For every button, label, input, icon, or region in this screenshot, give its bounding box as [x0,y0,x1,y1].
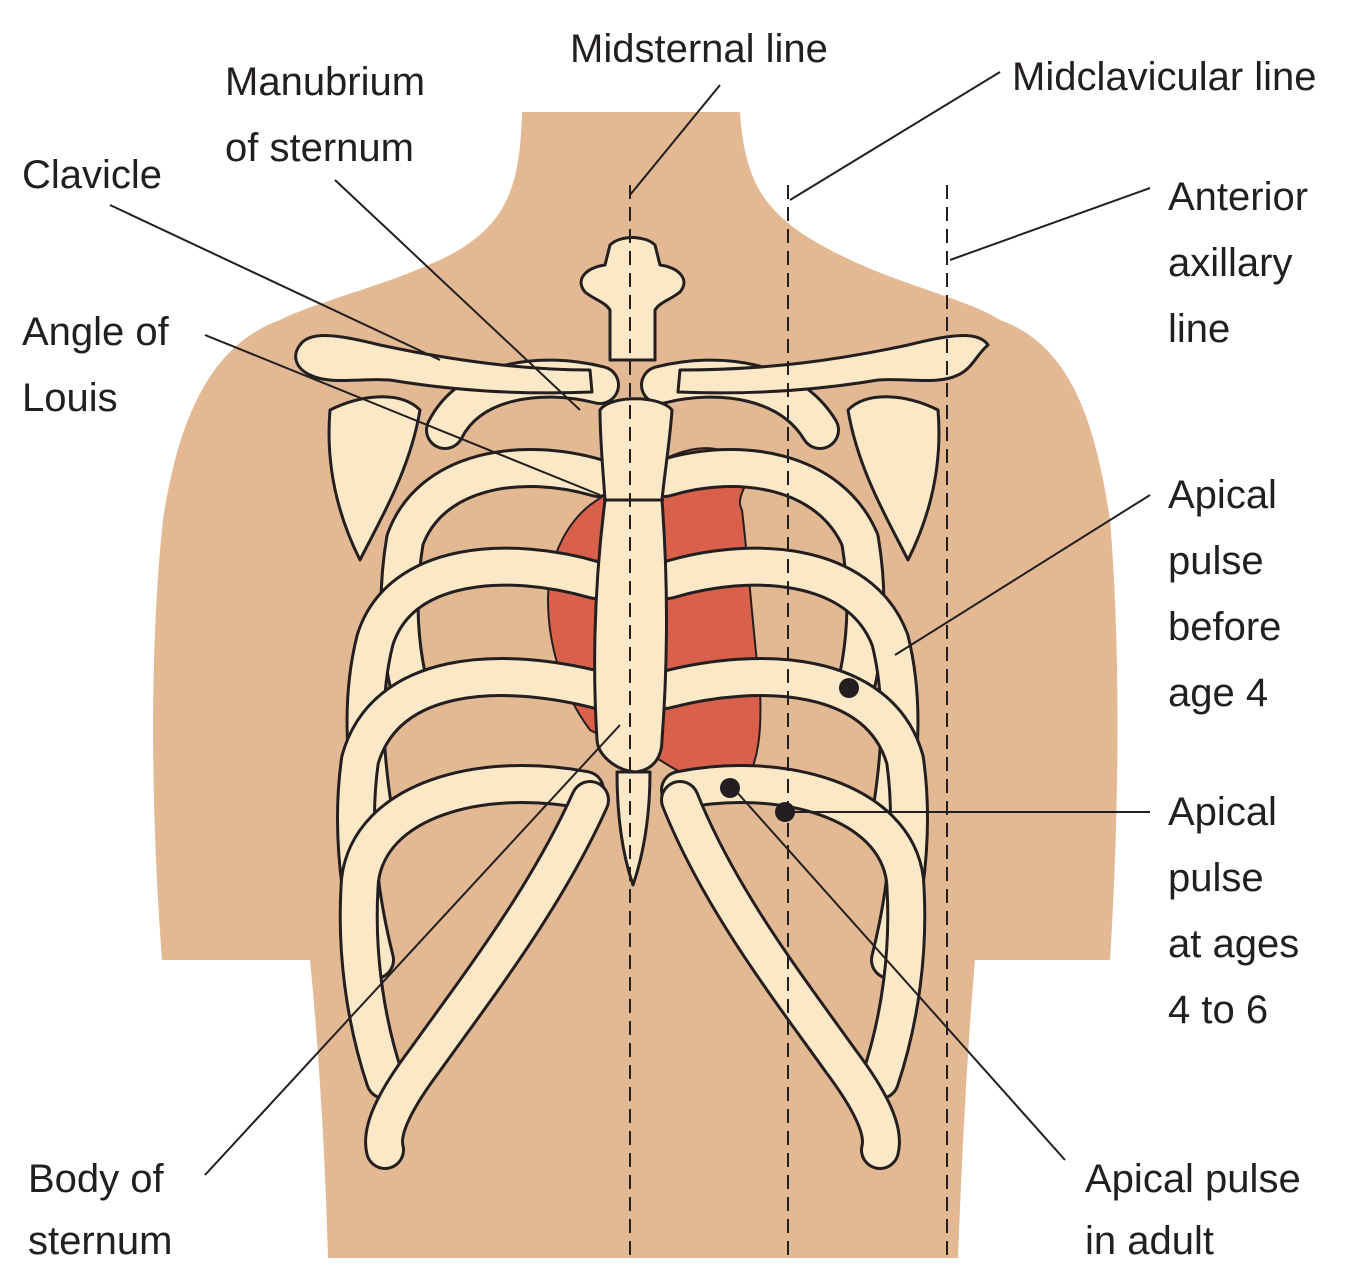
label-body-of-sternum: Body of sternum [28,1157,175,1263]
label-clavicle: Clavicle [22,153,162,197]
manubrium-of-sternum [600,399,672,500]
apical-pulse-adult-point [720,778,740,798]
label-anterior-axillary-line: Anterior axillary line [1168,175,1319,351]
label-apical-pulse-before-age-4: Apical pulse before age 4 [1168,473,1293,715]
label-midclavicular-line: Midclavicular line [1012,55,1317,99]
label-manubrium-of-sternum: Manubrium of sternum [225,60,436,170]
label-angle-of-louis: Angle of Louis [22,310,180,420]
apical-pulse-before-age-4-point [839,678,859,698]
label-midsternal-line: Midsternal line [570,27,828,71]
label-apical-pulse-in-adult: Apical pulse in adult [1085,1157,1312,1263]
label-apical-pulse-ages-4-to-6: Apical pulse at ages 4 to 6 [1168,790,1310,1032]
